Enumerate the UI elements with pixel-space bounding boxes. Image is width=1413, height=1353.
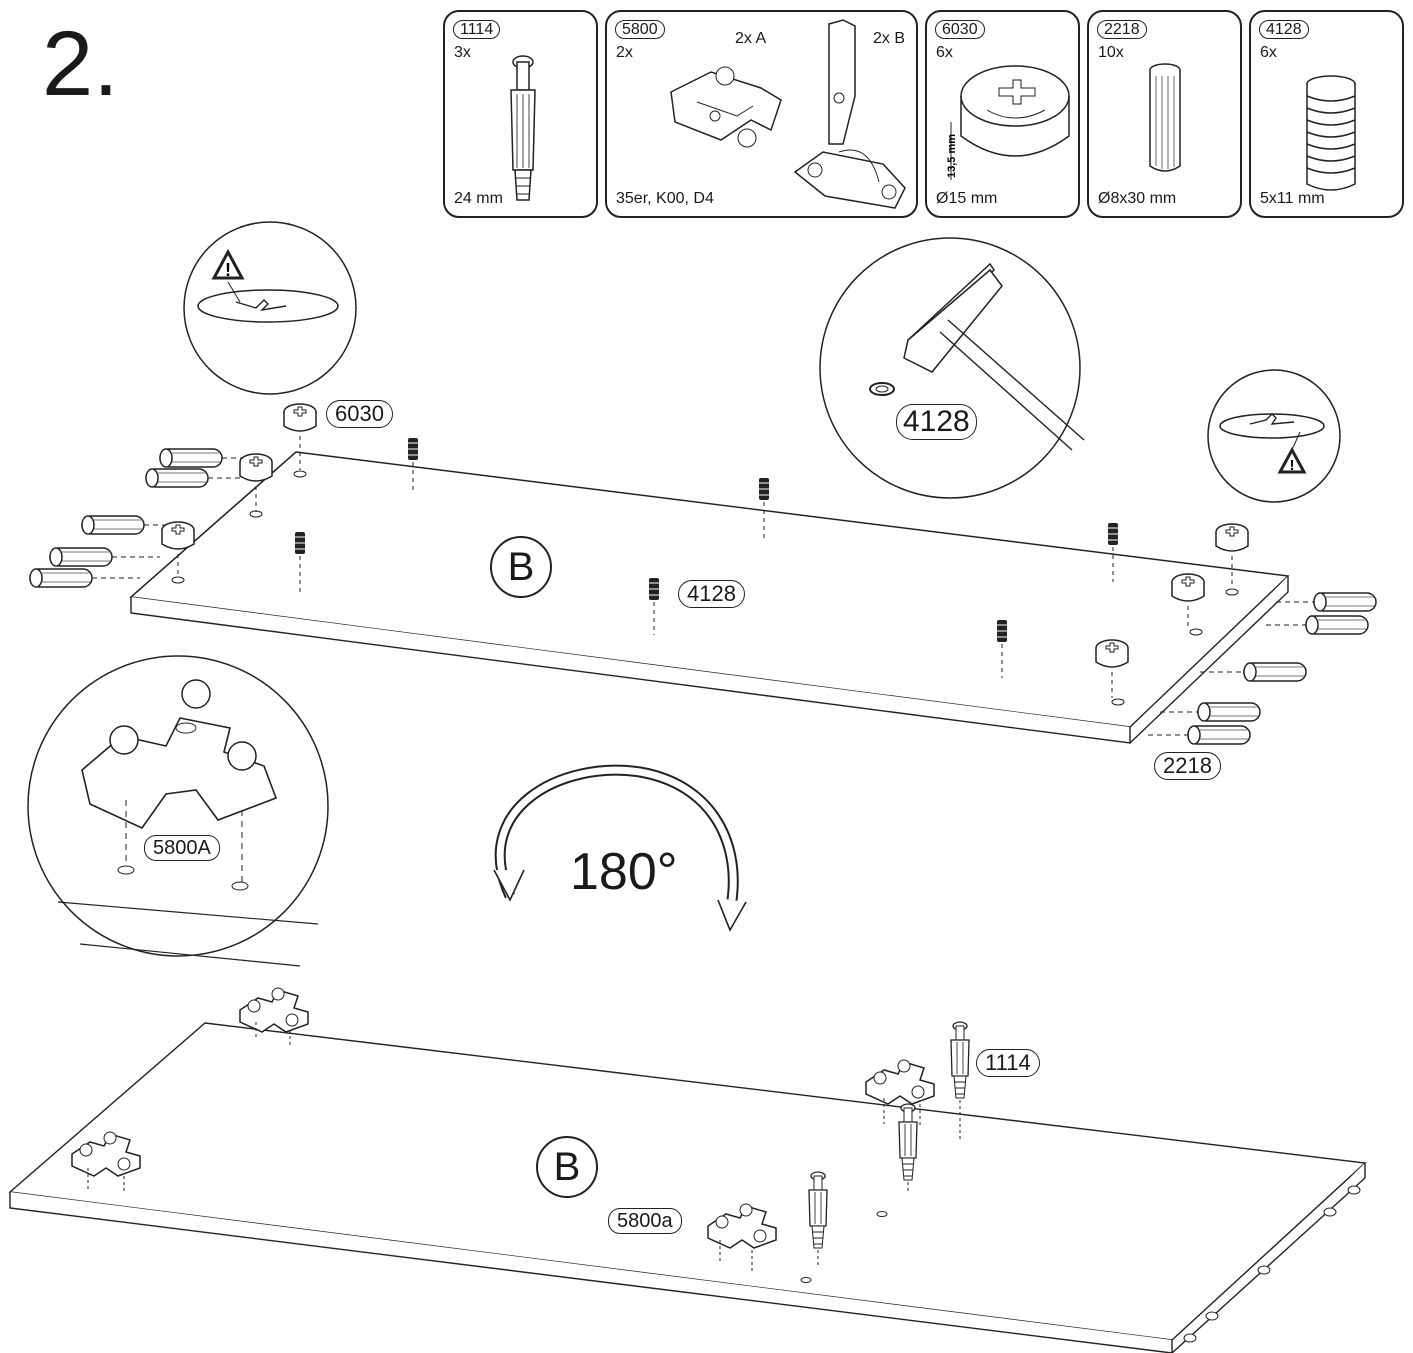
part-box-5800: 5800 2x 2x A 2x B 35er, K00, D4: [605, 10, 918, 218]
part-code: 1114: [453, 20, 501, 39]
warning-icon: !: [1290, 457, 1295, 474]
cam-group-left: [161, 403, 317, 584]
part-code: 2218: [1097, 20, 1147, 39]
step-number: 2.: [42, 13, 119, 115]
callout-cam-bolt: 1114: [976, 1049, 1040, 1077]
rotation-arrow-icon: [493, 764, 747, 932]
part-dimension: 35er, K00, D4: [616, 190, 714, 207]
callout-insert-detail: 4128: [896, 404, 977, 440]
part-dimension: 5x11 mm: [1260, 190, 1325, 207]
warning-detail-circle-left: !: [183, 221, 357, 395]
dowel: [159, 448, 223, 468]
mounting-plate-group: [71, 987, 935, 1274]
part-box-2218: 2218 10x Ø8x30 mm: [1087, 10, 1242, 218]
cam-lock: [283, 403, 317, 432]
callout-mounting-plate: 5800a: [608, 1208, 682, 1234]
cam-bolt: [950, 1021, 970, 1099]
part-quantity: 10x: [1098, 44, 1124, 61]
hammer-detail-circle: [819, 237, 1085, 499]
cam-lock-icon: 13,5 mm: [946, 65, 1070, 180]
cam-depth-label: 13,5 mm: [946, 134, 958, 178]
part-box-6030: 6030 6x 13,5 mm Ø15 mm: [925, 10, 1080, 218]
warning-icon: !: [225, 260, 231, 280]
dowel: [29, 568, 93, 588]
part-dimension: Ø15 mm: [936, 190, 998, 207]
threaded-insert-icon: [1306, 75, 1356, 191]
panel-label-bottom: B: [536, 1136, 598, 1198]
mounting-plate-label: 2x A: [735, 30, 767, 47]
part-code: 6030: [935, 20, 985, 39]
dowel: [81, 515, 145, 535]
panel-edge-dowels: [1183, 1185, 1361, 1343]
warning-detail-circle-right: !: [1207, 369, 1341, 503]
hinge-set-icon: [670, 19, 906, 209]
part-box-1114: 1114 3x 24 mm: [443, 10, 598, 218]
part-box-4128: 4128 6x 5x11 mm: [1249, 10, 1404, 218]
part-dimension: Ø8x30 mm: [1098, 190, 1177, 207]
part-quantity: 6x: [1260, 44, 1277, 61]
insert-group: [294, 437, 1119, 678]
dowel-group-right: [1148, 592, 1377, 745]
hinge-label: 2x B: [873, 30, 906, 47]
callout-cam-lock: 6030: [326, 400, 393, 428]
part-dimension: 24 mm: [454, 190, 503, 207]
part-code: 5800: [615, 20, 665, 39]
cam-bolt-icon: [510, 55, 536, 201]
callout-mounting-plate-detail: 5800A: [144, 835, 220, 861]
panel-bottom: [8, 1022, 1367, 1353]
dowel: [145, 468, 209, 488]
part-quantity: 6x: [936, 44, 953, 61]
part-quantity: 3x: [454, 44, 471, 61]
cam-group-right: [1095, 523, 1249, 706]
cam-lock: [161, 521, 195, 550]
wooden-dowel-icon: [1149, 63, 1181, 172]
rotation-label: 180°: [570, 843, 678, 901]
dowel: [49, 547, 113, 567]
part-quantity: 2x: [616, 44, 633, 61]
mounting-plate-detail-circle: [27, 655, 329, 967]
cam-bolt-group: [800, 1021, 970, 1283]
cam-lock: [239, 453, 273, 482]
panel-label-top: B: [490, 536, 552, 598]
part-code: 4128: [1259, 20, 1309, 39]
callout-dowel: 2218: [1154, 752, 1221, 780]
callout-threaded-insert: 4128: [678, 580, 745, 608]
